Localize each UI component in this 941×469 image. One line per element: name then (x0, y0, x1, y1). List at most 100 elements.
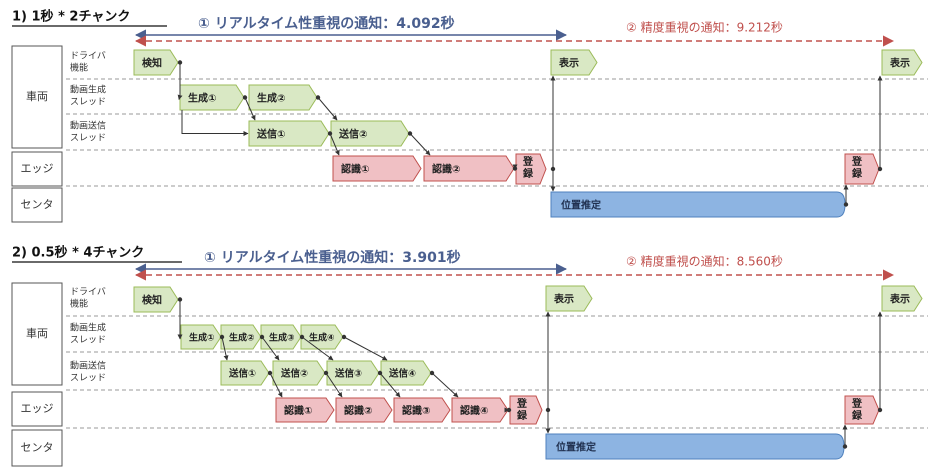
section-2-row-driver-label: 機能 (70, 298, 88, 310)
section-2-step-gen-1-label: 生成① (189, 332, 215, 344)
section-2-step-recog-4-label: 認識④ (460, 404, 488, 417)
section-2-step-send-4-label: 送信④ (388, 368, 416, 380)
section-2-step-recog-1-shape (275, 397, 335, 423)
section-1-step-detect-shape (133, 49, 179, 76)
section-1-step-show-2-shape (881, 49, 923, 76)
section-1-step-register-2-label-line: 登 (851, 155, 863, 168)
section-2-step-recog-4: 認識④ (451, 397, 509, 423)
section-2-row-driver-label: ドライバ (70, 287, 106, 298)
section-2-step-send-1-shape (220, 360, 270, 386)
section-2-step-send-2-shape (272, 360, 326, 386)
section-1-connector (244, 97, 256, 121)
section-1-step-show-1-shape (550, 49, 598, 76)
section-2-step-send-3-shape (326, 360, 380, 386)
section-2-step-gen-4-label: 生成④ (309, 332, 335, 344)
section-1-step-register-1-shape (515, 153, 547, 185)
section-1-accuracy-label: ② 精度重視の通知：9.212秒 (626, 20, 783, 35)
section-2-connector (379, 372, 401, 398)
section-2-step-send-2: 送信② (272, 360, 326, 386)
section-2-connector (325, 372, 343, 398)
section-2-accuracy-label: ② 精度重視の通知：8.560秒 (626, 254, 783, 269)
section-1-step-send-1-shape (248, 120, 330, 147)
section-1-step-recog-1-label: 認識① (341, 163, 369, 176)
section-2-row-center-box (11, 429, 63, 467)
section-2-step-send-1: 送信① (220, 360, 270, 386)
section-2-connector (269, 372, 283, 398)
section-2-connector (221, 336, 229, 361)
section-1-step-locate-label: 位置推定 (561, 199, 601, 212)
section-2-row-gen-label: 動画生成 (70, 322, 106, 334)
section-1-step-register-2-label-line: 録 (852, 167, 863, 180)
section-1-step-gen-1-shape (179, 84, 245, 111)
section-2-step-recog-2-label: 認識② (344, 404, 372, 417)
section-1-row-driver-label: ドライバ (70, 51, 106, 62)
section-1-row-vehicle: 車両 (26, 89, 48, 103)
section-2-title: 2) 0.5秒 * 4チャンク (12, 245, 144, 261)
section-1-step-gen-1: 生成① (179, 84, 245, 111)
section-1-step-gen-1-label: 生成① (188, 92, 216, 105)
section-2-connector-dot (506, 407, 512, 413)
section-2-step-recog-2: 認識② (335, 397, 393, 423)
section-2-step-recog-1: 認識① (275, 397, 335, 423)
section-2-row-gen-label: スレッド (70, 336, 106, 346)
section-2-step-show-2-label: 表示 (889, 293, 910, 306)
section-2-step-send-3-label: 送信③ (334, 368, 362, 380)
section-1-step-register-2-shape (844, 153, 880, 185)
section-2-step-register-1-label-line: 録 (517, 409, 528, 422)
section-2-step-recog-3: 認識③ (393, 397, 451, 423)
section-1-step-send-1: 送信① (248, 120, 330, 147)
section-2-step-locate-label: 位置推定 (556, 441, 596, 454)
section-2-row-center: センタ (21, 441, 54, 454)
section-1-step-register-1-label-line: 録 (523, 167, 534, 180)
section-2-step-register-2-label-line: 録 (852, 409, 863, 422)
section-2-row-edge: エッジ (21, 402, 54, 415)
section-2-step-send-4-shape (380, 360, 432, 386)
section-2-step-detect: 検知 (133, 286, 179, 313)
section-2-step-register-1-shape (509, 395, 543, 425)
section-2-step-detect-label: 検知 (142, 294, 162, 307)
section-2-step-recog-3-label: 認識③ (402, 404, 430, 417)
section-1-step-show-1: 表示 (550, 49, 598, 76)
section-2-step-gen-2: 生成② (220, 324, 262, 350)
section-1-step-send-2-label: 送信② (338, 128, 367, 141)
section-1-row-vehicle-box (11, 45, 63, 149)
section-2-connector (343, 336, 388, 361)
section-1-row-gen-label: 動画生成 (70, 84, 106, 96)
section-1-step-send-1-label: 送信① (256, 128, 285, 141)
section-1-step-show-1-label: 表示 (558, 57, 579, 70)
section-2-step-register-2-label-line: 登 (851, 397, 863, 410)
section-2-step-show-2-shape (881, 285, 923, 312)
section-2-step-send-4: 送信④ (380, 360, 432, 386)
section-1-connector (177, 62, 183, 100)
section-1-step-register-2: 登録 (844, 153, 880, 185)
section-1-row-driver-label: 機能 (70, 62, 88, 74)
section-1-step-recog-2-shape (423, 155, 515, 182)
section-2-step-gen-2-label: 生成② (229, 332, 255, 344)
section-1-step-detect-label: 検知 (142, 57, 162, 70)
section-2-step-gen-1-shape (180, 324, 222, 350)
section-2-row-edge-box (11, 391, 63, 427)
section-2-step-gen-4: 生成④ (300, 324, 344, 350)
section-1-step-locate: 位置推定 (550, 191, 846, 218)
section-1-step-show-2: 表示 (881, 49, 923, 76)
section-1-step-gen-2: 生成② (248, 84, 318, 111)
section-1-step-recog-2: 認識② (423, 155, 515, 182)
section-2-step-recog-1-label: 認識① (284, 404, 312, 417)
section-2-connector (261, 336, 280, 361)
section-1-step-detect: 検知 (133, 49, 179, 76)
section-1-connector (317, 97, 338, 121)
section-2-step-register-2: 登録 (844, 395, 880, 425)
section-2-step-register-2-shape (844, 395, 880, 425)
section-1-connector (409, 133, 431, 156)
section-2-step-recog-2-shape (335, 397, 393, 423)
section-2-row-send-label: 動画送信 (70, 360, 106, 372)
section-1-step-recog-2-label: 認識② (432, 163, 460, 176)
section-1-step-show-2-label: 表示 (889, 57, 910, 70)
section-2-step-gen-2-shape (220, 324, 262, 350)
section-2-step-detect-shape (133, 286, 179, 313)
section-2-step-gen-3: 生成③ (260, 324, 302, 350)
section-1-row-edge: エッジ (21, 162, 54, 175)
section-1-realtime-label: ① リアルタイム性重視の通知：4.092秒 (198, 15, 455, 32)
section-2-row-vehicle: 車両 (26, 326, 48, 340)
